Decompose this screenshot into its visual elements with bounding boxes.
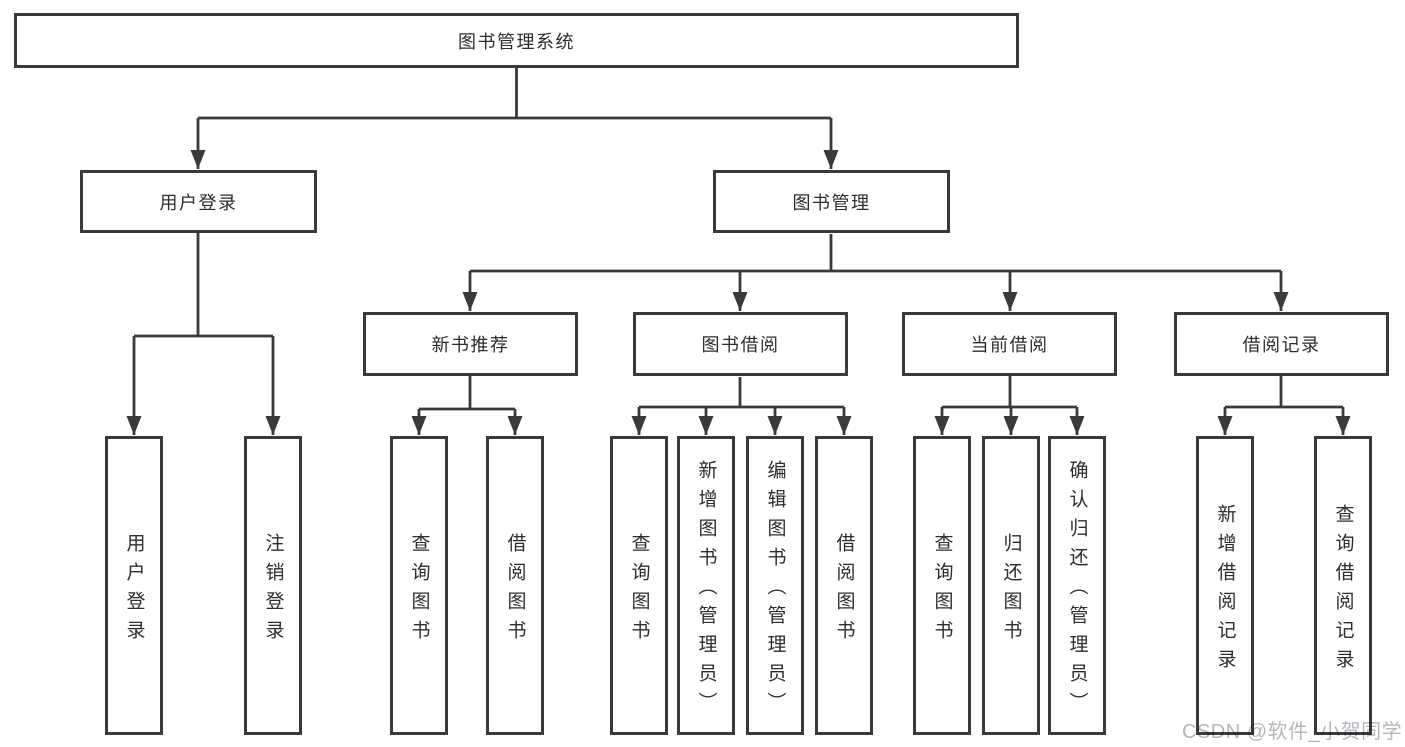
node-library-management-system: 图书管理系统 bbox=[14, 13, 1019, 68]
leaf-confirm-return-admin: 确认归还（管理员） bbox=[1048, 436, 1106, 735]
leaf-query-books-borrowing: 查询图书 bbox=[610, 436, 668, 735]
leaf-add-borrow-record: 新增借阅记录 bbox=[1196, 436, 1254, 735]
leaf-edit-books-admin: 编辑图书（管理员） bbox=[746, 436, 804, 735]
leaf-query-books-current: 查询图书 bbox=[913, 436, 971, 735]
node-book-borrowing: 图书借阅 bbox=[633, 312, 848, 376]
leaf-label: 借阅图书 bbox=[504, 532, 526, 649]
leaf-label: 注销登录 bbox=[262, 532, 284, 649]
watermark: CSDN @软件_小贺同学 bbox=[1182, 721, 1403, 743]
node-user-login: 用户登录 bbox=[80, 170, 317, 233]
leaf-label: 查询图书 bbox=[628, 532, 650, 649]
leaf-label: 编辑图书（管理员） bbox=[764, 460, 786, 721]
node-borrowing-records: 借阅记录 bbox=[1174, 312, 1389, 376]
leaf-label: 查询图书 bbox=[408, 532, 430, 649]
leaf-label: 查询图书 bbox=[931, 532, 953, 649]
leaf-user-login: 用户登录 bbox=[105, 436, 163, 735]
leaf-label: 用户登录 bbox=[123, 532, 145, 649]
leaf-logout: 注销登录 bbox=[244, 436, 302, 735]
node-new-book-recommendation: 新书推荐 bbox=[363, 312, 578, 376]
leaf-return-books: 归还图书 bbox=[982, 436, 1040, 735]
leaf-label: 借阅图书 bbox=[833, 532, 855, 649]
leaf-label: 确认归还（管理员） bbox=[1066, 460, 1088, 721]
tree-edges bbox=[126, 68, 1351, 435]
leaf-borrow-books-recommendation: 借阅图书 bbox=[486, 436, 544, 735]
leaf-query-borrow-record: 查询借阅记录 bbox=[1314, 436, 1372, 735]
leaf-borrow-books-borrowing: 借阅图书 bbox=[815, 436, 873, 735]
leaf-label: 新增图书（管理员） bbox=[695, 460, 717, 721]
node-book-management: 图书管理 bbox=[713, 170, 950, 233]
leaf-add-books-admin: 新增图书（管理员） bbox=[677, 436, 735, 735]
leaf-label: 查询借阅记录 bbox=[1332, 503, 1354, 678]
leaf-query-books-recommendation: 查询图书 bbox=[390, 436, 448, 735]
node-current-borrowing: 当前借阅 bbox=[902, 312, 1117, 376]
leaf-label: 归还图书 bbox=[1000, 532, 1022, 649]
leaf-label: 新增借阅记录 bbox=[1214, 503, 1236, 678]
